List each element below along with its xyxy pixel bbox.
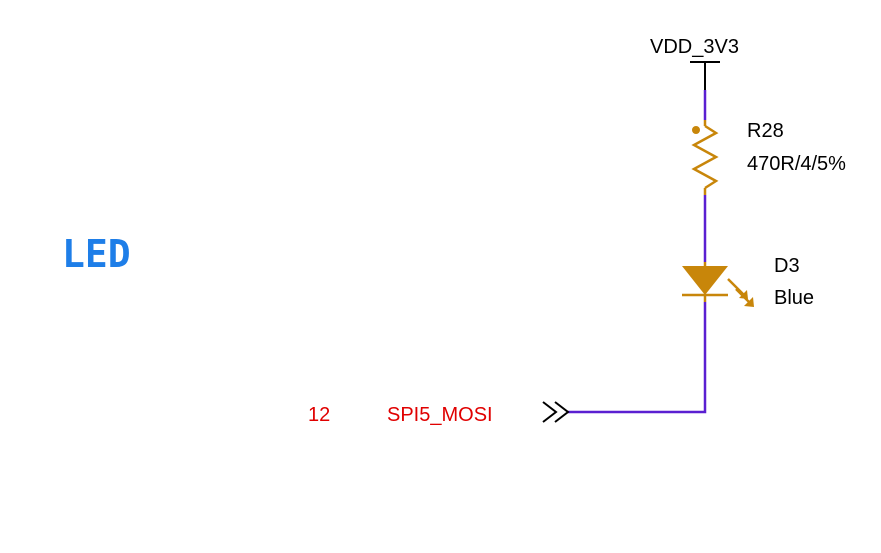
page-title: LED <box>62 232 131 276</box>
led-designator: D3 <box>774 255 800 277</box>
wire-led-to-signal <box>568 302 707 414</box>
resistor-r28-symbol <box>691 120 719 195</box>
net-port-arrow <box>542 401 570 423</box>
signal-net-label: SPI5_MOSI <box>387 404 493 426</box>
led-value: Blue <box>774 287 815 309</box>
resistor-value: 470R/4/5% <box>747 153 846 175</box>
power-symbol-vdd <box>690 61 720 90</box>
led-d3-symbol <box>682 262 754 307</box>
power-net-label: VDD_3V3 <box>650 36 739 58</box>
wire-net <box>568 90 707 414</box>
resistor-designator: R28 <box>747 120 784 142</box>
signal-pin-number: 12 <box>308 404 331 426</box>
